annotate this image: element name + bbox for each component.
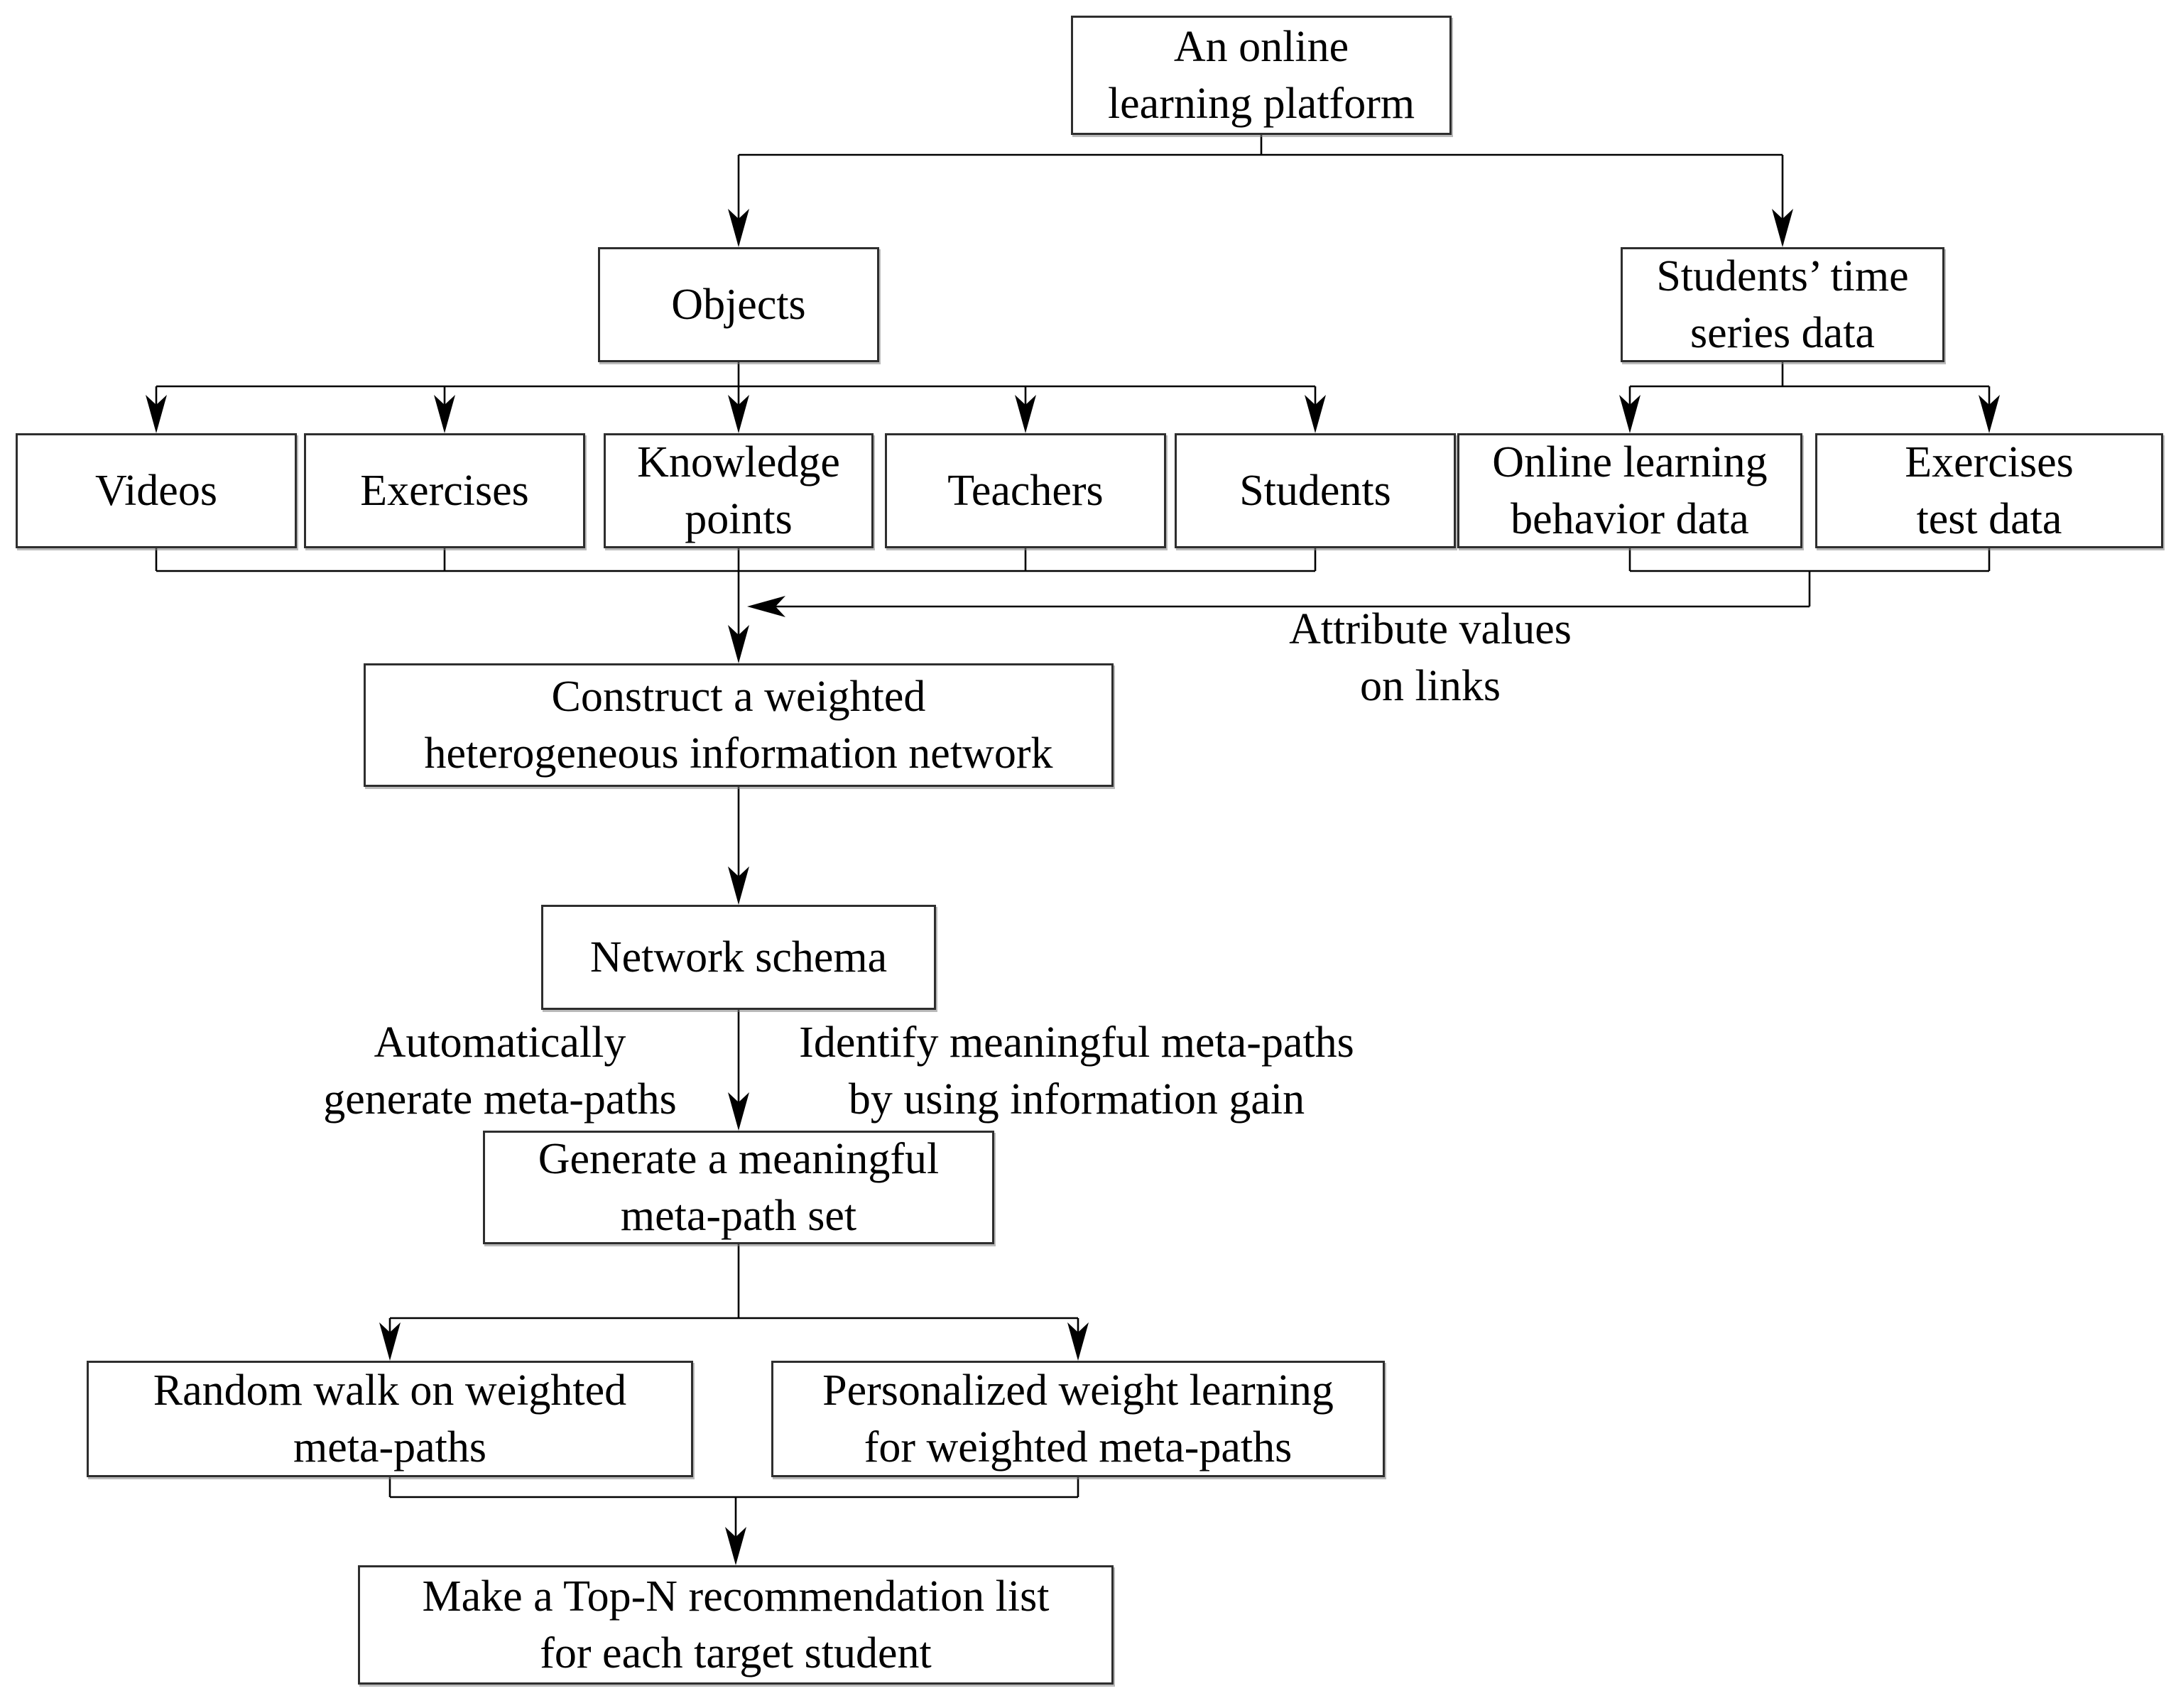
arrowhead-down — [728, 1092, 749, 1131]
node-online-learning-platform: An online learning platform — [1071, 16, 1452, 135]
edge-attribute-values-arrow — [747, 548, 1991, 617]
arrowhead-left — [747, 596, 785, 617]
arrowhead-down — [379, 1322, 401, 1361]
arrowhead-down — [1772, 209, 1793, 247]
node-objects: Objects — [598, 247, 879, 362]
arrowhead-down — [1619, 395, 1641, 433]
edge-timeseries-split — [1619, 362, 2000, 433]
edge-platform-split — [728, 135, 1793, 247]
node-personalized-weight-learning: Personalized weight learning for weighte… — [771, 1361, 1385, 1477]
arrowhead-down — [1979, 395, 2000, 433]
node-teachers: Teachers — [885, 433, 1166, 548]
node-students: Students — [1175, 433, 1456, 548]
edge-objects-split — [146, 362, 1326, 433]
arrowhead-down — [728, 625, 749, 663]
edge-objects-merge-to-construct — [155, 548, 1317, 663]
node-random-walk: Random walk on weighted meta-paths — [87, 1361, 693, 1477]
arrowhead-down — [434, 395, 455, 433]
node-top-n-recommendation: Make a Top-N recommendation list for eac… — [358, 1565, 1114, 1685]
arrowhead-down — [728, 395, 749, 433]
node-videos: Videos — [16, 433, 297, 548]
edge-label-automatically-generate-meta-paths: Automatically generate meta-paths — [323, 1018, 677, 1124]
node-knowledge-points: Knowledge points — [604, 433, 874, 548]
arrowhead-down — [1067, 1322, 1089, 1361]
node-exercises-test-data: Exercises test data — [1815, 433, 2163, 548]
node-online-learning-behavior-data: Online learning behavior data — [1457, 433, 1802, 548]
edge-schema-to-generate — [728, 1010, 749, 1131]
edge-generate-split — [379, 1244, 1089, 1361]
arrowhead-down — [1305, 395, 1326, 433]
node-construct-weighted-network: Construct a weighted heterogeneous infor… — [364, 663, 1114, 787]
arrowhead-down — [725, 1527, 746, 1565]
edge-label-identify-meaningful-meta-paths: Identify meaningful meta-paths by using … — [799, 1018, 1354, 1124]
edge-construct-to-schema — [728, 787, 749, 905]
node-network-schema: Network schema — [541, 905, 936, 1010]
arrowhead-down — [728, 209, 749, 247]
edge-label-attribute-values-on-links: Attribute values on links — [1289, 605, 1572, 710]
edge-branches-merge-to-final — [388, 1477, 1079, 1565]
arrowhead-down — [1015, 395, 1036, 433]
arrowhead-down — [146, 395, 167, 433]
node-generate-meta-path-set: Generate a meaningful meta-path set — [483, 1131, 994, 1244]
node-exercises: Exercises — [304, 433, 585, 548]
arrowhead-down — [728, 866, 749, 905]
node-students-time-series-data: Students’ time series data — [1621, 247, 1944, 362]
